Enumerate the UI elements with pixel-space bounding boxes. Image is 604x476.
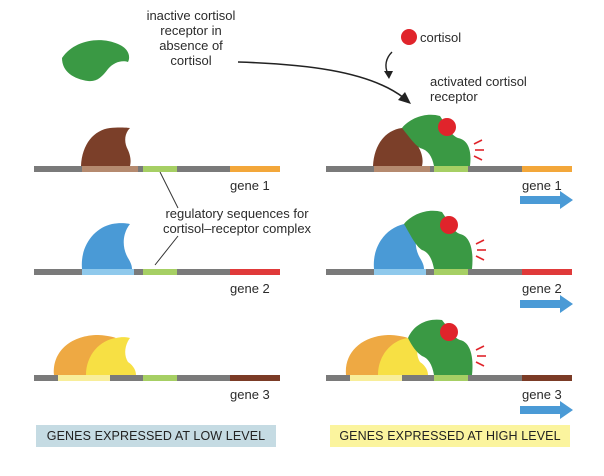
free-cortisol [401,29,417,45]
regulatory-pointer-1 [159,171,179,209]
inactive-receptor-line: receptor in [160,23,222,38]
activated-receptor-line: activated cortisol [430,74,527,89]
brown-activator-left [81,127,131,166]
activated-receptor-2 [404,210,473,269]
cortisol-arrowhead [384,71,393,79]
right-dna-2 [326,269,572,275]
inactive-receptor-label: inactive cortisol receptor in absence of… [136,8,246,68]
activation-burst-2 [475,239,486,261]
bound-cortisol-1 [438,118,456,136]
cortisol-arrow [385,51,393,75]
right-dna-3 [326,375,572,381]
bound-cortisol-2 [440,216,458,234]
gene-label-right-3: gene 3 [522,387,562,402]
left-dna-3 [34,375,280,381]
gene-label-right-1: gene 1 [522,178,562,193]
gene-label-right-2: gene 2 [522,281,562,296]
activated-receptor-line: receptor [430,89,478,104]
gene-label-left-3: gene 3 [230,387,270,402]
left-dna-2 [34,269,280,275]
gene-label-left-1: gene 1 [230,178,270,193]
blue-activator-left [81,223,132,269]
right-dna-1 [326,166,572,172]
high-level-banner: GENES EXPRESSED AT HIGH LEVEL [330,425,570,447]
activation-burst-1 [473,139,484,161]
gene-label-left-2: gene 2 [230,281,270,296]
bound-cortisol-3 [440,323,458,341]
cortisol-label: cortisol [420,30,462,45]
regulatory-line: regulatory sequences for [165,206,309,221]
activated-receptor-1 [402,114,471,166]
pointer-arrow [237,61,405,99]
pointer-arrowhead [398,92,411,104]
inactive-receptor-line: absence of [159,38,223,53]
expression-arrow-2 [520,295,573,313]
activated-receptor-3 [408,319,473,375]
left-dna-1 [34,166,280,172]
expression-arrow-1 [520,191,573,209]
yellow-activator-left [86,337,136,375]
regulatory-pointer-2 [154,235,179,266]
activated-receptor-label: activated cortisol receptor [430,74,527,104]
activation-burst-3 [475,345,486,367]
inactive-receptor-shape [62,40,130,82]
inactive-receptor-line: inactive cortisol [146,8,236,23]
regulatory-line: cortisol–receptor complex [162,221,312,236]
low-level-banner: GENES EXPRESSED AT LOW LEVEL [36,425,276,447]
expression-arrow-3 [520,401,573,419]
regulatory-label: regulatory sequences for cortisol–recept… [152,206,322,236]
inactive-receptor-line: cortisol [170,53,212,68]
